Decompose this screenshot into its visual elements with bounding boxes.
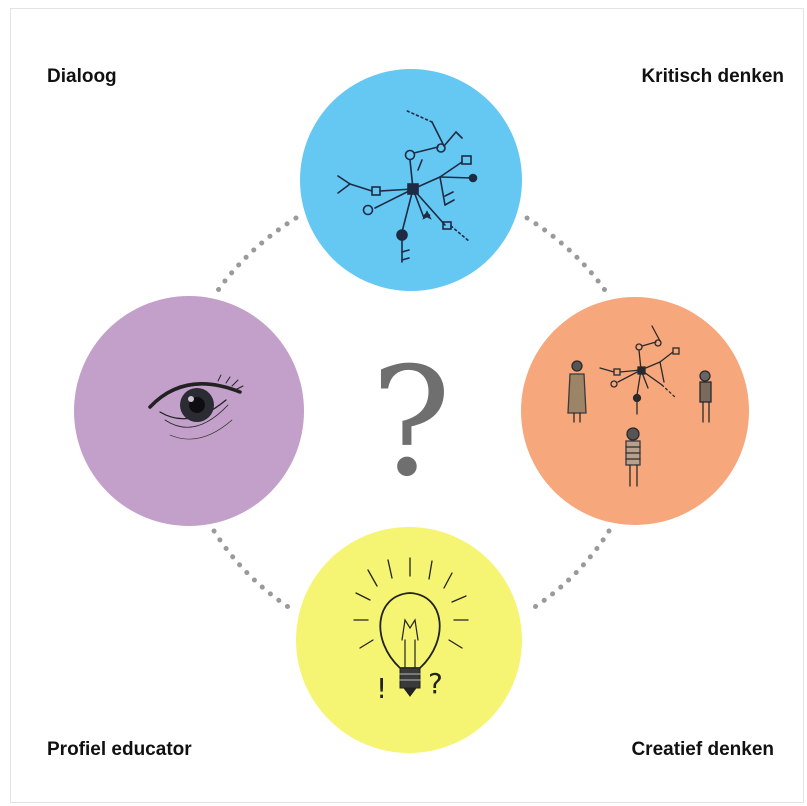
bulb-exclamation-mark: ! xyxy=(376,672,387,705)
bulb-question-mark: ? xyxy=(428,667,443,700)
network-sketch-icon xyxy=(337,109,478,263)
lightbulb-sketch-icon: ! ? xyxy=(353,557,469,705)
center-question-mark: ? xyxy=(371,336,451,510)
label-profiel-educator: Profiel educator xyxy=(47,739,192,760)
label-kritisch-denken: Kritisch denken xyxy=(641,66,784,87)
circle-top xyxy=(300,69,522,291)
label-creatief-denken: Creatief denken xyxy=(631,739,774,760)
people-network-sketch-icon xyxy=(567,325,712,487)
circle-right xyxy=(521,297,749,525)
connector-bottom-left xyxy=(211,528,299,615)
connector-bottom-right xyxy=(524,528,612,615)
dotted-connectors xyxy=(211,215,612,615)
connector-top-left xyxy=(211,215,299,299)
circle-bottom xyxy=(296,527,522,753)
eye-sketch-icon xyxy=(148,374,244,440)
connector-top-right xyxy=(524,215,612,299)
label-dialoog: Dialoog xyxy=(47,66,117,87)
